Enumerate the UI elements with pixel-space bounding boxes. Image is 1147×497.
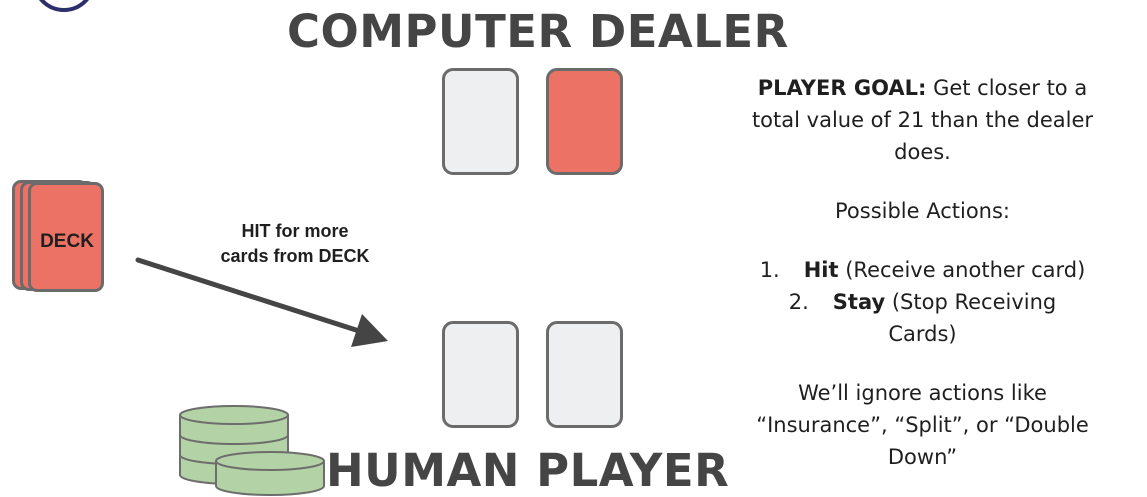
- hit-label-line-1: HIT for more: [241, 221, 349, 241]
- dealer-card-red: [546, 68, 623, 175]
- player-card-1: [442, 321, 519, 428]
- goal-label: PLAYER GOAL:: [757, 76, 927, 100]
- action-detail: (Stop Receiving: [885, 290, 1057, 314]
- action-item-stay-cont: Cards): [888, 322, 957, 346]
- player-title: HUMAN PLAYER: [326, 444, 730, 497]
- dealer-card-face-down: [442, 68, 519, 175]
- goal-line-3: does.: [894, 140, 951, 164]
- action-number: 2.: [788, 290, 809, 314]
- goal-line-2: total value of 21 than the dealer: [751, 108, 1094, 132]
- ignore-line-2: “Insurance”, “Split”, or “Double: [756, 413, 1089, 437]
- dealer-title: COMPUTER DEALER: [287, 5, 789, 58]
- action-number: 1.: [759, 258, 780, 282]
- hit-label-line-2: cards from DECK: [220, 246, 370, 266]
- ignore-line-1: We’ll ignore actions like: [798, 381, 1047, 405]
- goal-line-1: PLAYER GOAL: Get closer to a: [700, 72, 1145, 104]
- actions-heading: Possible Actions:: [834, 199, 1011, 223]
- ignore-line-3: Down”: [887, 445, 958, 469]
- hit-arrow-head: [351, 314, 388, 347]
- deck-card-top: [28, 182, 104, 292]
- action-name: Hit: [803, 258, 839, 282]
- goal-text-1: Get closer to a: [926, 76, 1088, 100]
- action-item-stay: 2. Stay (Stop Receiving: [700, 286, 1145, 318]
- hit-arrow-shaft: [135, 257, 359, 333]
- action-item-hit: 1. Hit (Receive another card): [700, 254, 1145, 286]
- action-detail: (Receive another card): [838, 258, 1086, 282]
- rules-panel: PLAYER GOAL: Get closer to a total value…: [700, 72, 1145, 473]
- chip-stack-front: [215, 451, 325, 496]
- hit-label: HIT for more cards from DECK: [180, 219, 410, 269]
- player-card-2: [546, 321, 623, 428]
- deck-label: DECK: [40, 231, 94, 252]
- action-name: Stay: [832, 290, 886, 314]
